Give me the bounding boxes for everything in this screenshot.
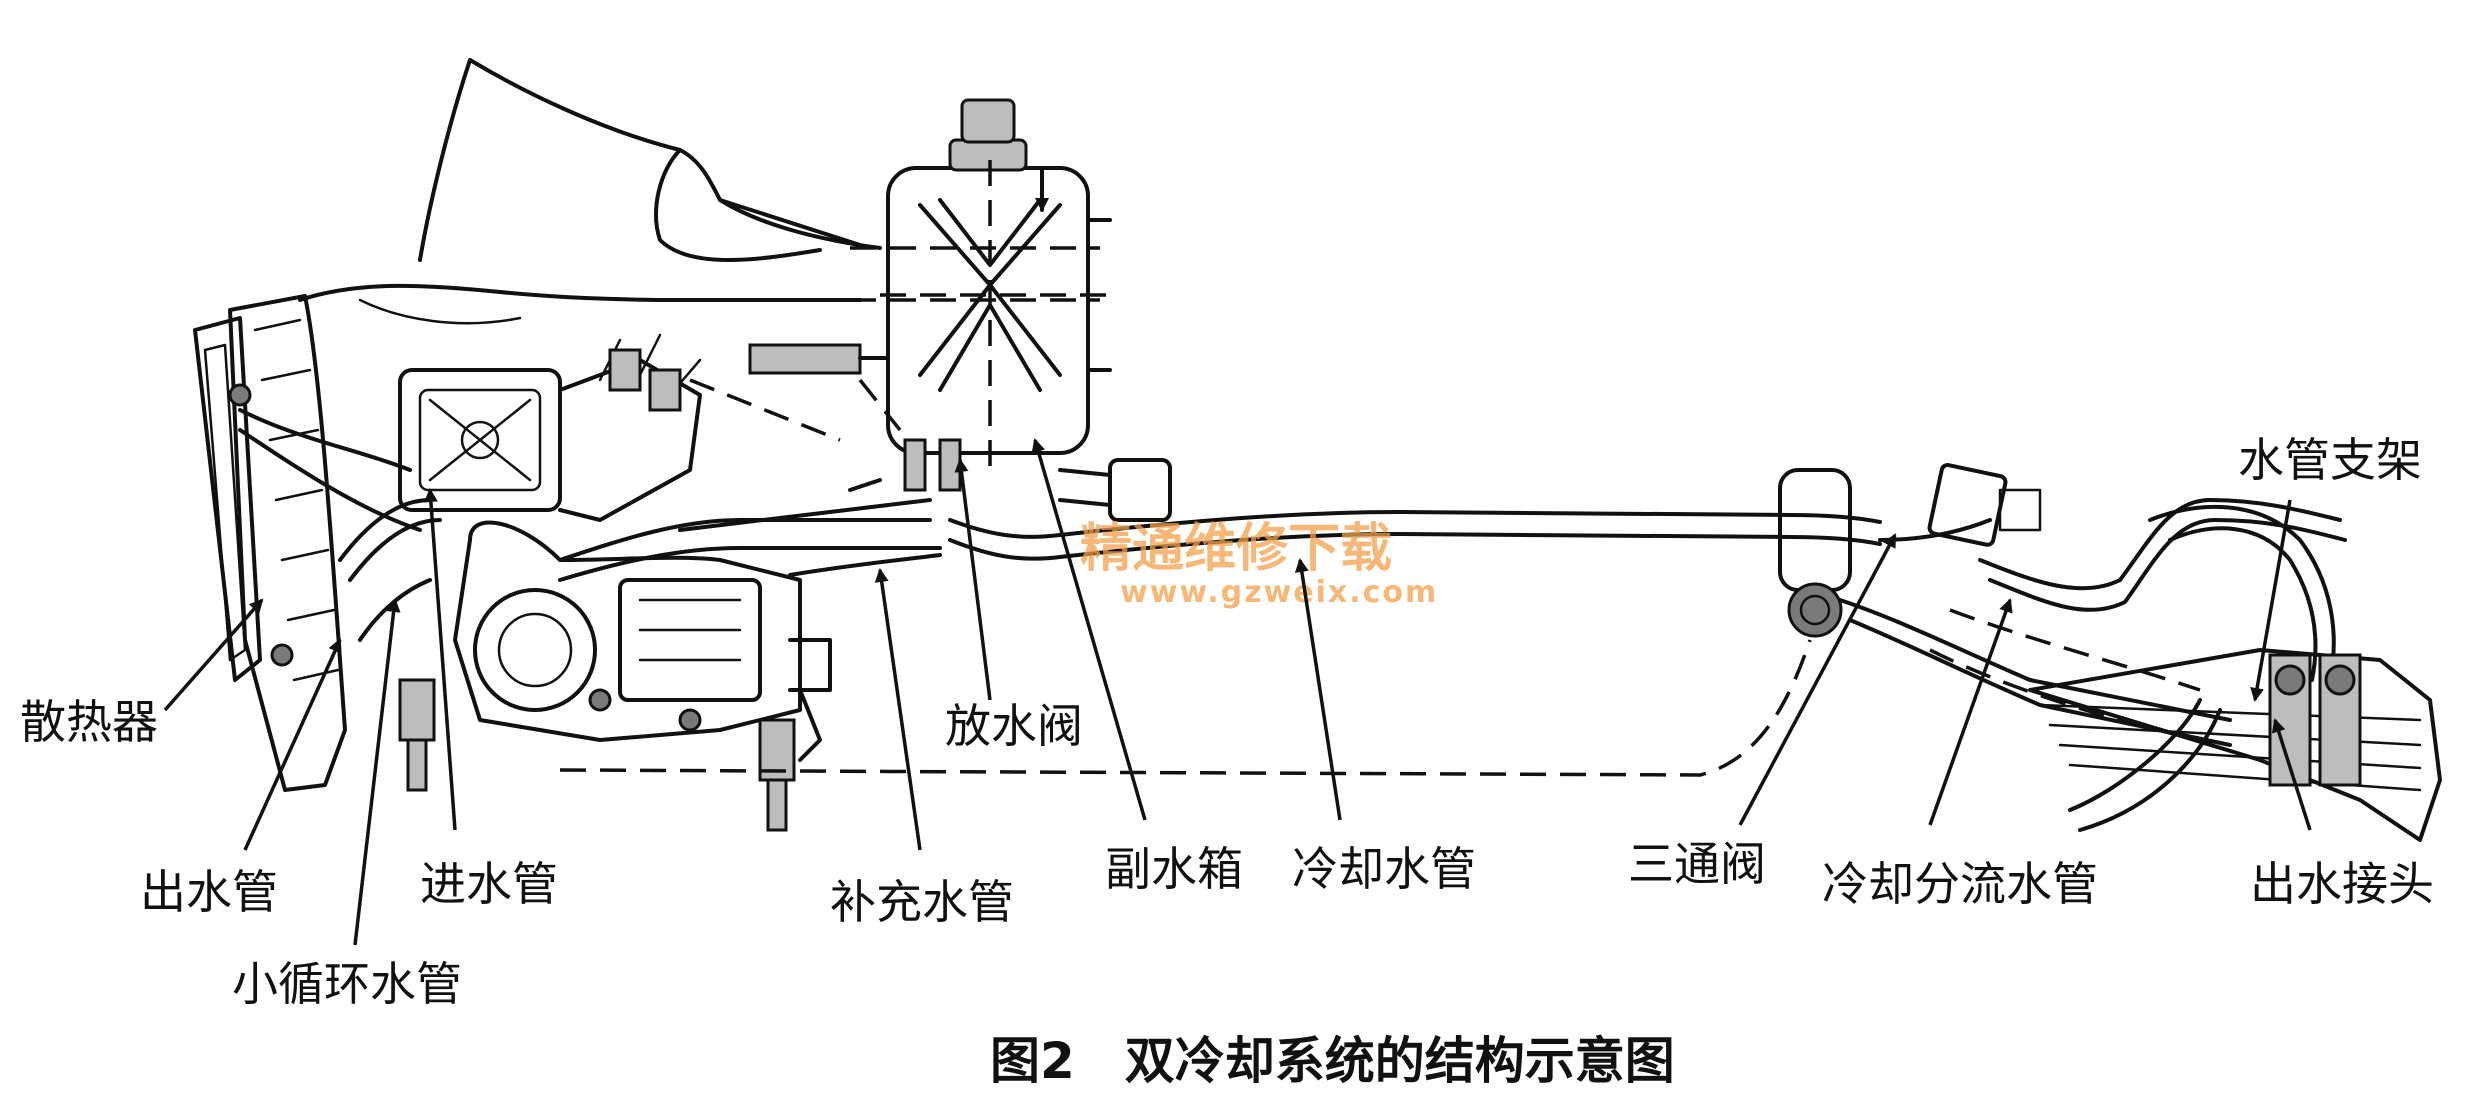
label-three-way-valve: 三通阀 <box>1628 837 1766 891</box>
label-refill-pipe: 补充水管 <box>830 875 1014 929</box>
label-radiator: 散热器 <box>20 695 158 749</box>
split-pipe-assembly <box>1878 463 2347 742</box>
label-small-loop-pipe: 小循环水管 <box>232 957 462 1011</box>
figure-caption: 图2 双冷却系统的结构示意图 <box>990 1032 1675 1090</box>
label-drain-valve: 放水阀 <box>945 699 1083 753</box>
radiator-unit <box>193 294 347 792</box>
long-cooling-pipe <box>948 510 1882 561</box>
engine <box>398 333 832 832</box>
label-cooling-pipe: 冷却水管 <box>1292 842 1476 896</box>
engine-pipes <box>238 378 942 642</box>
label-outlet-joint: 出水接头 <box>2250 857 2434 911</box>
body-frame <box>298 58 1100 325</box>
watermark-cn: 精通维修下载 <box>1080 519 1392 579</box>
three-way-valve <box>1778 468 2232 747</box>
label-aux-tank: 副水箱 <box>1105 842 1243 896</box>
label-pipe-bracket: 水管支架 <box>2238 433 2422 487</box>
label-inlet-pipe: 进水管 <box>420 857 558 911</box>
rear-section <box>2028 648 2442 842</box>
watermark-url: www.gzweix.com <box>1120 575 1438 610</box>
label-outlet-pipe: 出水管 <box>140 865 278 919</box>
return-line <box>559 639 1812 777</box>
label-split-pipe: 冷却分流水管 <box>1822 857 2098 911</box>
auxiliary-tank <box>748 98 1172 522</box>
leader-lines <box>163 438 2312 946</box>
